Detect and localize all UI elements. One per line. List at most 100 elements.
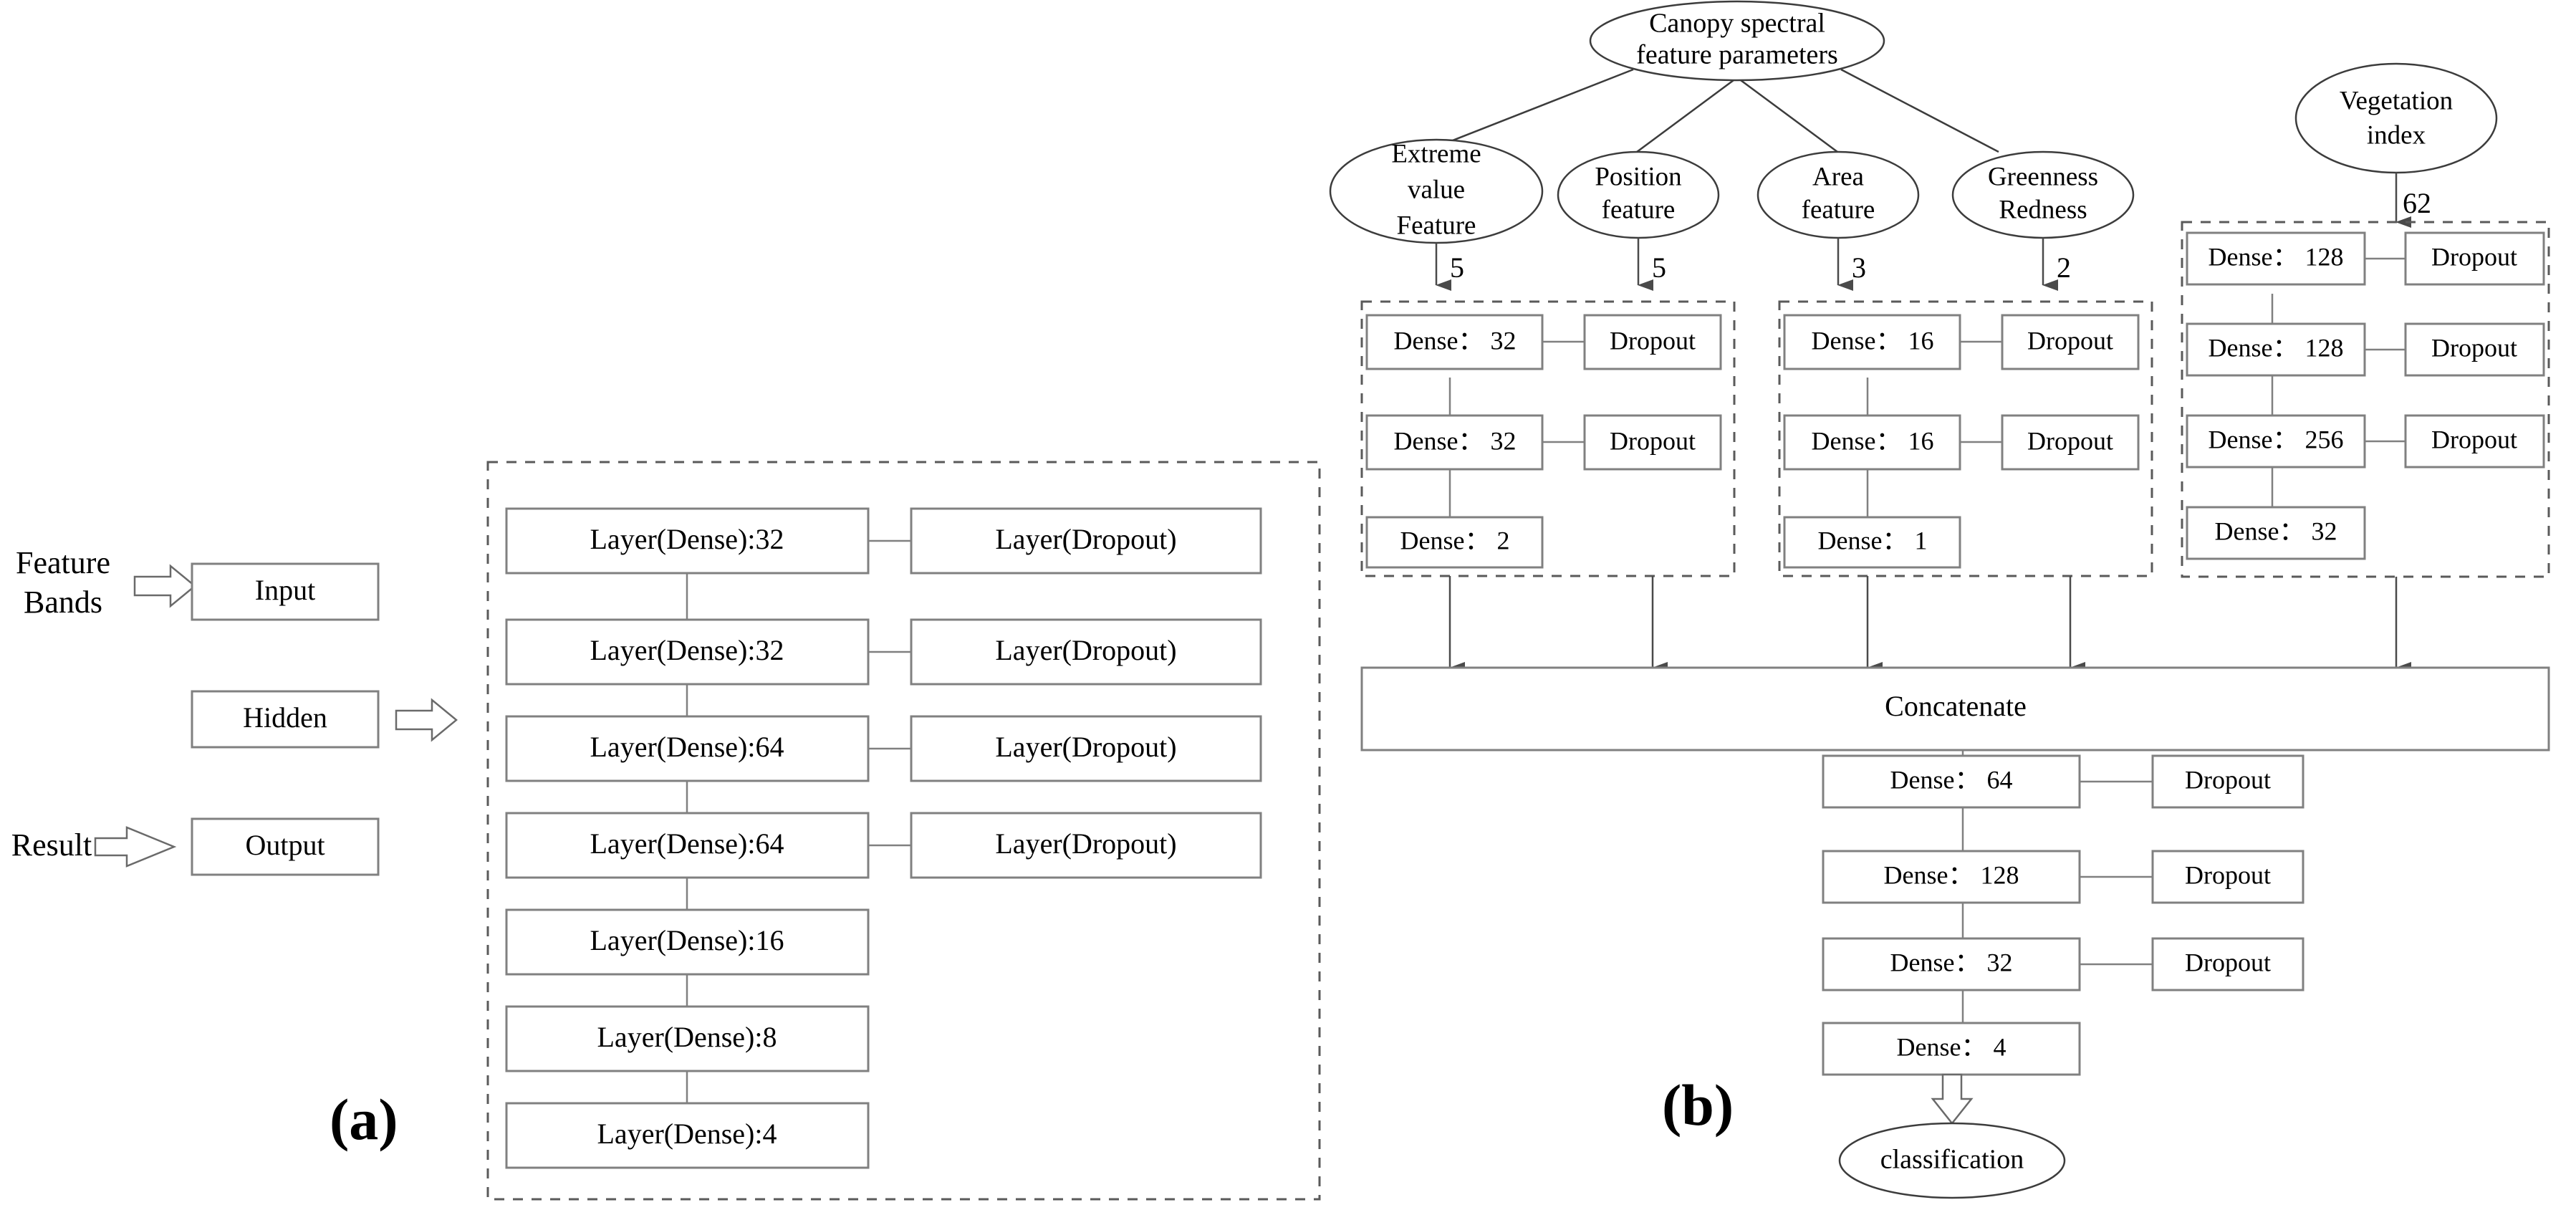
concatenate-box[interactable] xyxy=(1360,666,2550,751)
classification-node[interactable] xyxy=(1838,1122,2066,1199)
tail-dense-label-1: Dense： 64 xyxy=(1890,765,2013,794)
tail-dense-label-3: Dense： 32 xyxy=(1890,948,2013,976)
canopy-spectral-node-line1: Canopy spectral xyxy=(1649,9,1825,39)
g3-dropout-label-1: Dropout xyxy=(2431,242,2517,271)
tail-dropout-box-1[interactable] xyxy=(2151,754,2305,809)
dense-layer-label-2: Layer(Dense):32 xyxy=(590,634,784,666)
arrow-hidden-to-stack xyxy=(395,698,458,742)
extreme-value-feature-line1: Extreme xyxy=(1391,139,1481,168)
dropout-layer-label-2: Layer(Dropout) xyxy=(995,634,1176,666)
hidden-box[interactable] xyxy=(191,690,380,749)
edge-root-to-position xyxy=(1636,79,1734,153)
output-box[interactable] xyxy=(191,817,380,876)
g3-dropout-box-1[interactable] xyxy=(2404,231,2545,286)
g1-dense-box-2[interactable] xyxy=(1365,414,1544,471)
position-feature-line2: feature xyxy=(1602,195,1676,224)
dense-layer-label-6: Layer(Dense):8 xyxy=(597,1021,777,1053)
g2-dropout-box-2[interactable] xyxy=(2001,414,2140,471)
g1-dense-label-3: Dense： 2 xyxy=(1400,526,1510,554)
g3-dense-label-4: Dense： 32 xyxy=(2215,517,2337,545)
g3-dense-label-1: Dense： 128 xyxy=(2209,242,2344,271)
g2-dense-label-3: Dense： 1 xyxy=(1818,526,1928,554)
position-feature-line1: Position xyxy=(1595,162,1681,191)
vegetation-index-node[interactable] xyxy=(2294,62,2498,174)
g3-dense-label-3: Dense： 256 xyxy=(2209,425,2344,453)
g3-dropout-label-2: Dropout xyxy=(2431,333,2517,362)
dropout-layer-box-3[interactable] xyxy=(910,715,1262,782)
g3-dense-box-1[interactable] xyxy=(2186,231,2366,286)
g1-dropout-box-2[interactable] xyxy=(1583,414,1722,471)
arrow-feature-to-input xyxy=(133,564,196,608)
g3-dropout-label-3: Dropout xyxy=(2431,425,2517,453)
tail-dense-label-4: Dense： 4 xyxy=(1897,1032,2007,1061)
dropout-layer-label-3: Layer(Dropout) xyxy=(995,731,1176,763)
dense-layer-label-5: Layer(Dense):16 xyxy=(590,924,784,956)
branch-group-1-container xyxy=(1360,300,1736,577)
edge-count-vegetation: 62 xyxy=(2403,187,2431,219)
branch-group-3-container xyxy=(2181,221,2550,578)
tail-dropout-box-2[interactable] xyxy=(2151,850,2305,904)
tail-dropout-label-1: Dropout xyxy=(2185,765,2271,794)
dense-layer-box-6[interactable] xyxy=(505,1005,870,1072)
g2-dropout-label-1: Dropout xyxy=(2027,326,2113,355)
branch-group-2-container xyxy=(1778,300,2153,577)
classification-label: classification xyxy=(1880,1145,2024,1175)
g1-dense-box-3[interactable] xyxy=(1365,516,1544,569)
panel-b: Canopy spectral feature parameters Extre… xyxy=(1329,0,2550,1199)
g3-dense-box-2[interactable] xyxy=(2186,322,2366,377)
g2-dense-label-2: Dense： 16 xyxy=(1812,426,1934,455)
edge-root-to-extreme xyxy=(1436,68,1634,148)
dense-layer-box-2[interactable] xyxy=(505,618,870,686)
g3-dropout-box-3[interactable] xyxy=(2404,414,2545,469)
dropout-layer-box-2[interactable] xyxy=(910,618,1262,686)
dropout-layer-label-1: Layer(Dropout) xyxy=(995,523,1176,555)
g2-dense-label-1: Dense： 16 xyxy=(1812,326,1934,355)
g1-dropout-box-1[interactable] xyxy=(1583,314,1722,370)
g3-dense-box-3[interactable] xyxy=(2186,414,2366,469)
canopy-spectral-node[interactable] xyxy=(1589,0,1885,82)
dense-layer-label-4: Layer(Dense):64 xyxy=(590,827,784,860)
hidden-box-label: Hidden xyxy=(243,701,327,734)
output-box-label: Output xyxy=(245,829,325,861)
g1-dropout-label-2: Dropout xyxy=(1610,426,1696,455)
g1-dense-label-2: Dense： 32 xyxy=(1394,426,1517,455)
input-box[interactable] xyxy=(191,562,380,621)
edge-root-to-greenness xyxy=(1840,68,1999,153)
dense-layer-box-7[interactable] xyxy=(505,1102,870,1169)
area-feature-line1: Area xyxy=(1812,162,1864,191)
tail-dropout-box-3[interactable] xyxy=(2151,937,2305,991)
feature-bands-label-line1: Feature xyxy=(16,545,110,580)
edge-count-extreme: 5 xyxy=(1450,251,1464,284)
dense-layer-label-1: Layer(Dense):32 xyxy=(590,523,784,555)
g1-dense-label-1: Dense： 32 xyxy=(1394,326,1517,355)
greenness-redness-line1: Greenness xyxy=(1988,162,2098,191)
dropout-layer-box-1[interactable] xyxy=(910,507,1262,575)
dense-layer-box-3[interactable] xyxy=(505,715,870,782)
g3-dropout-box-2[interactable] xyxy=(2404,322,2545,377)
canopy-spectral-node-line2: feature parameters xyxy=(1636,40,1838,70)
g3-dense-label-2: Dense： 128 xyxy=(2209,333,2344,362)
panel-a-tag: (a) xyxy=(330,1087,398,1152)
panel-b-tag: (b) xyxy=(1662,1072,1734,1138)
dropout-layer-box-4[interactable] xyxy=(910,812,1262,879)
extreme-value-feature-line3: Feature xyxy=(1397,211,1476,240)
dense-layer-box-5[interactable] xyxy=(505,908,870,976)
result-label: Result xyxy=(11,827,92,863)
tail-dropout-label-3: Dropout xyxy=(2185,948,2271,976)
g2-dense-box-3[interactable] xyxy=(1783,516,1961,569)
concatenate-label: Concatenate xyxy=(1885,690,2027,722)
vegetation-index-line2: index xyxy=(2367,120,2426,150)
greenness-redness-line2: Redness xyxy=(1999,195,2087,224)
tail-dense-label-2: Dense： 128 xyxy=(1884,860,2019,889)
g3-dense-box-4[interactable] xyxy=(2186,506,2366,560)
edge-count-position: 5 xyxy=(1652,251,1666,284)
tail-dense-box-1[interactable] xyxy=(1822,754,2081,809)
area-feature-line2: feature xyxy=(1802,195,1875,224)
dense-layer-label-3: Layer(Dense):64 xyxy=(590,731,784,763)
panel-a: Feature Bands Input Hidden Output Result xyxy=(11,461,1321,1201)
dense-layer-box-4[interactable] xyxy=(505,812,870,879)
tail-dense-box-4[interactable] xyxy=(1822,1022,2081,1076)
g2-dropout-box-1[interactable] xyxy=(2001,314,2140,370)
